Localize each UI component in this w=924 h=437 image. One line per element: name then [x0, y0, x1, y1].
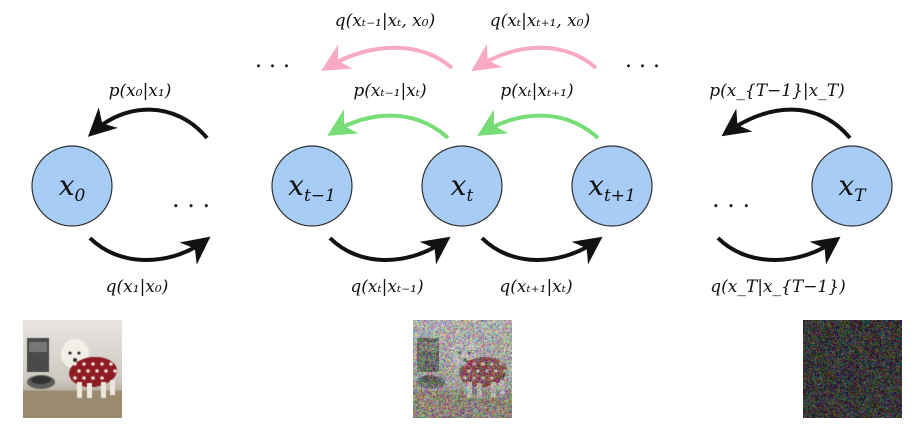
arrow-q-xt+1-given-xt: [480, 236, 603, 265]
label-p-xT-1-given-xT: p(x_{T−1}|x_T): [709, 81, 844, 101]
arrow-p-xT-1-given-xT: [721, 107, 852, 140]
svg-text:xt+1: xt+1: [588, 169, 636, 206]
clean-dog-image: [23, 320, 122, 418]
label-q-xT-given-xT-1: q(x_T|x_{T−1}): [710, 277, 845, 297]
arrow-p-x0-given-x1: [87, 107, 209, 140]
label-q-xt-1-given-xt-x0: q(xₜ₋₁|xₜ, x₀): [335, 11, 435, 31]
arrow-q-xt-1-given-xt-x0: [321, 44, 454, 71]
svg-text:xT: xT: [838, 169, 867, 206]
label-p-xt-given-xt+1: p(xₜ|xₜ₊₁): [500, 81, 573, 101]
arrow-p-xt-1-given-xt: [327, 109, 450, 140]
pure-noise-image: [803, 320, 902, 418]
label-q-xt+1-given-xt: q(xₜ₊₁|xₜ): [499, 277, 572, 297]
arrow-q-xt-given-xt+1-x0: [471, 43, 598, 72]
ellipsis-right: . . .: [712, 185, 750, 213]
node-xt-1: xt−1: [271, 145, 353, 227]
svg-text:x0: x0: [59, 169, 86, 206]
arrow-q-xT-given-xT-1: [716, 236, 841, 265]
arrow-q-x1-given-x0: [88, 236, 211, 265]
noisy-dog-image: [413, 320, 512, 418]
node-xt+1: xt+1: [571, 145, 653, 227]
node-xt: xt: [421, 145, 503, 227]
node-x0: x0: [31, 145, 113, 227]
pink-dots-right: . . .: [625, 48, 660, 73]
label-p-xt-1-given-xt: p(xₜ₋₁|xₜ): [353, 81, 426, 101]
node-xT: xT: [811, 145, 893, 227]
pink-dots-left: . . .: [255, 48, 290, 73]
arrow-p-xt-given-xt+1: [477, 109, 600, 140]
svg-text:xt: xt: [451, 169, 474, 206]
label-q-xt-given-xt-1: q(xₜ|xₜ₋₁): [350, 277, 423, 297]
arrow-q-xt-given-xt-1: [328, 236, 451, 265]
label-p-x0-given-x1: p(x₀|x₁): [109, 81, 172, 101]
svg-text:xt−1: xt−1: [288, 169, 336, 206]
label-q-x1-given-x0: q(x₁|x₀): [106, 277, 169, 297]
label-q-xt-given-xt+1-x0: q(xₜ|xₜ₊₁, x₀): [490, 11, 590, 31]
ellipsis-left: . . .: [172, 185, 210, 213]
